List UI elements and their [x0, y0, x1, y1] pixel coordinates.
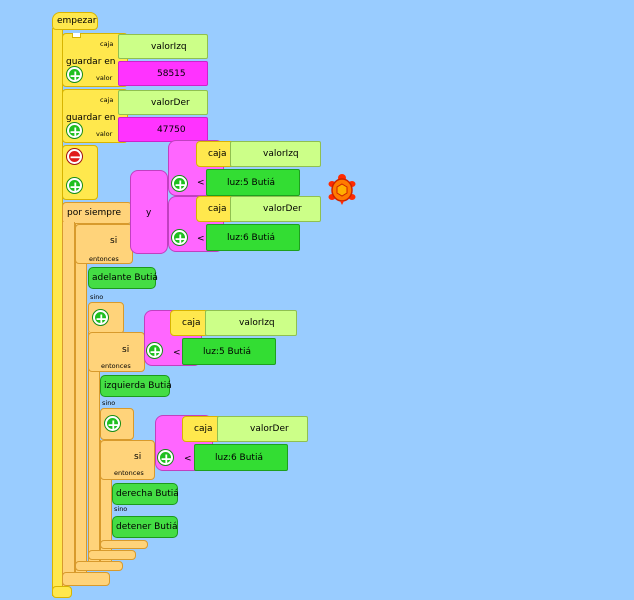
if-1-entonces-label: entonces: [89, 255, 119, 263]
sensor-block-1[interactable]: luz:5 Butiá: [206, 169, 300, 196]
start-block-foot: [52, 586, 72, 598]
if-3-entonces-label: entonces: [114, 469, 144, 477]
less-than-2-op: <: [197, 234, 205, 244]
action-block-forward[interactable]: adelante Butiá: [88, 267, 158, 289]
store-1-value-field[interactable]: 58515: [118, 61, 208, 86]
expand-icon[interactable]: +: [67, 67, 82, 85]
expand-icon[interactable]: +: [105, 416, 120, 434]
if-1-si-label: si: [110, 236, 118, 246]
forever-rail: [62, 222, 75, 586]
box-4-name-field[interactable]: valorDer: [217, 416, 308, 442]
if-2-entonces-label: entonces: [101, 362, 131, 370]
and-block[interactable]: y: [130, 170, 168, 254]
expand-icon[interactable]: +: [147, 343, 162, 361]
collapse-icon[interactable]: −: [67, 148, 82, 166]
expand-icon[interactable]: +: [172, 230, 187, 248]
box-1-name-field[interactable]: valorIzq: [230, 141, 321, 167]
block-connector: [72, 33, 81, 38]
action-right-label: derecha Butiá: [116, 489, 179, 499]
if-3-si-label: si: [134, 452, 142, 462]
sensor-2-label: luz:6 Butiá: [227, 233, 275, 243]
store-2-value-field[interactable]: 47750: [118, 117, 208, 142]
action-block-stop[interactable]: detener Butiá: [112, 516, 178, 538]
if-2-rail: [88, 332, 100, 570]
store-block-1[interactable]: caja guardar en + valor: [62, 33, 128, 87]
sensor-block-3[interactable]: luz:5 Butiá: [182, 338, 276, 365]
if-block-2[interactable]: si entonces: [88, 332, 145, 372]
if-2-sino-label: sino: [102, 399, 116, 407]
if-1-sino-label: sino: [90, 293, 104, 301]
store-1-box-label: caja: [100, 40, 114, 48]
turtle-icon[interactable]: [327, 173, 357, 207]
store-1-name: valorIzq: [151, 42, 187, 52]
if-3-foot: [100, 540, 148, 549]
box-4-label: caja: [194, 424, 213, 434]
sensor-block-2[interactable]: luz:6 Butiá: [206, 224, 300, 251]
sensor-4-label: luz:6 Butiá: [215, 453, 263, 463]
less-than-1-op: <: [197, 178, 205, 188]
store-1-name-field[interactable]: valorIzq: [118, 34, 208, 59]
expand-icon[interactable]: +: [67, 123, 82, 141]
action-forward-label: adelante Butiá: [92, 273, 158, 283]
if-2-foot: [88, 550, 136, 560]
box-3-label: caja: [182, 318, 201, 328]
expand-icon[interactable]: +: [67, 178, 82, 196]
box-4-name: valorDer: [250, 424, 289, 434]
if-block-3[interactable]: si entonces: [100, 440, 155, 480]
store-2-value-label: valor: [96, 130, 113, 138]
if-block-1[interactable]: si entonces: [75, 224, 133, 264]
box-2-name-field[interactable]: valorDer: [230, 196, 321, 222]
expand-icon[interactable]: +: [93, 310, 108, 328]
store-2-name-field[interactable]: valorDer: [118, 90, 208, 115]
store-1-label: guardar en: [66, 57, 116, 67]
action-left-label: izquierda Butiá: [104, 381, 172, 391]
action-stop-label: detener Butiá: [116, 522, 178, 532]
forever-label: por siempre: [67, 208, 122, 218]
store-2-label: guardar en: [66, 113, 116, 123]
less-than-4-op: <: [184, 454, 192, 464]
action-block-right[interactable]: derecha Butiá: [112, 483, 179, 505]
and-label: y: [146, 208, 152, 218]
sensor-3-label: luz:5 Butiá: [203, 347, 251, 357]
less-than-3-op: <: [173, 348, 181, 358]
store-block-2[interactable]: caja guardar en + valor: [62, 89, 128, 143]
box-3-name: valorIzq: [239, 318, 275, 328]
store-1-value-label: valor: [96, 74, 113, 82]
if-2-si-label: si: [122, 345, 130, 355]
store-2-name: valorDer: [151, 98, 190, 108]
box-2-name: valorDer: [263, 204, 302, 214]
box-2-label: caja: [208, 204, 227, 214]
start-block-label: empezar: [57, 16, 97, 26]
box-3-name-field[interactable]: valorIzq: [205, 310, 297, 336]
forever-foot: [62, 572, 110, 586]
box-1-name: valorIzq: [263, 149, 299, 159]
sensor-block-4[interactable]: luz:6 Butiá: [194, 444, 288, 471]
box-1-label: caja: [208, 149, 227, 159]
store-2-box-label: caja: [100, 96, 114, 104]
if-1-rail: [75, 224, 87, 578]
if-3-sino-label: sino: [114, 505, 128, 513]
forever-block[interactable]: por siempre: [62, 202, 132, 224]
sensor-1-label: luz:5 Butiá: [227, 178, 275, 188]
start-block[interactable]: empezar: [52, 12, 98, 30]
action-block-left[interactable]: izquierda Butiá: [100, 375, 172, 397]
store-2-value: 47750: [157, 125, 186, 135]
expand-icon[interactable]: +: [158, 450, 173, 468]
store-1-value: 58515: [157, 69, 186, 79]
if-1-foot: [75, 561, 123, 571]
expand-icon[interactable]: +: [172, 176, 187, 194]
